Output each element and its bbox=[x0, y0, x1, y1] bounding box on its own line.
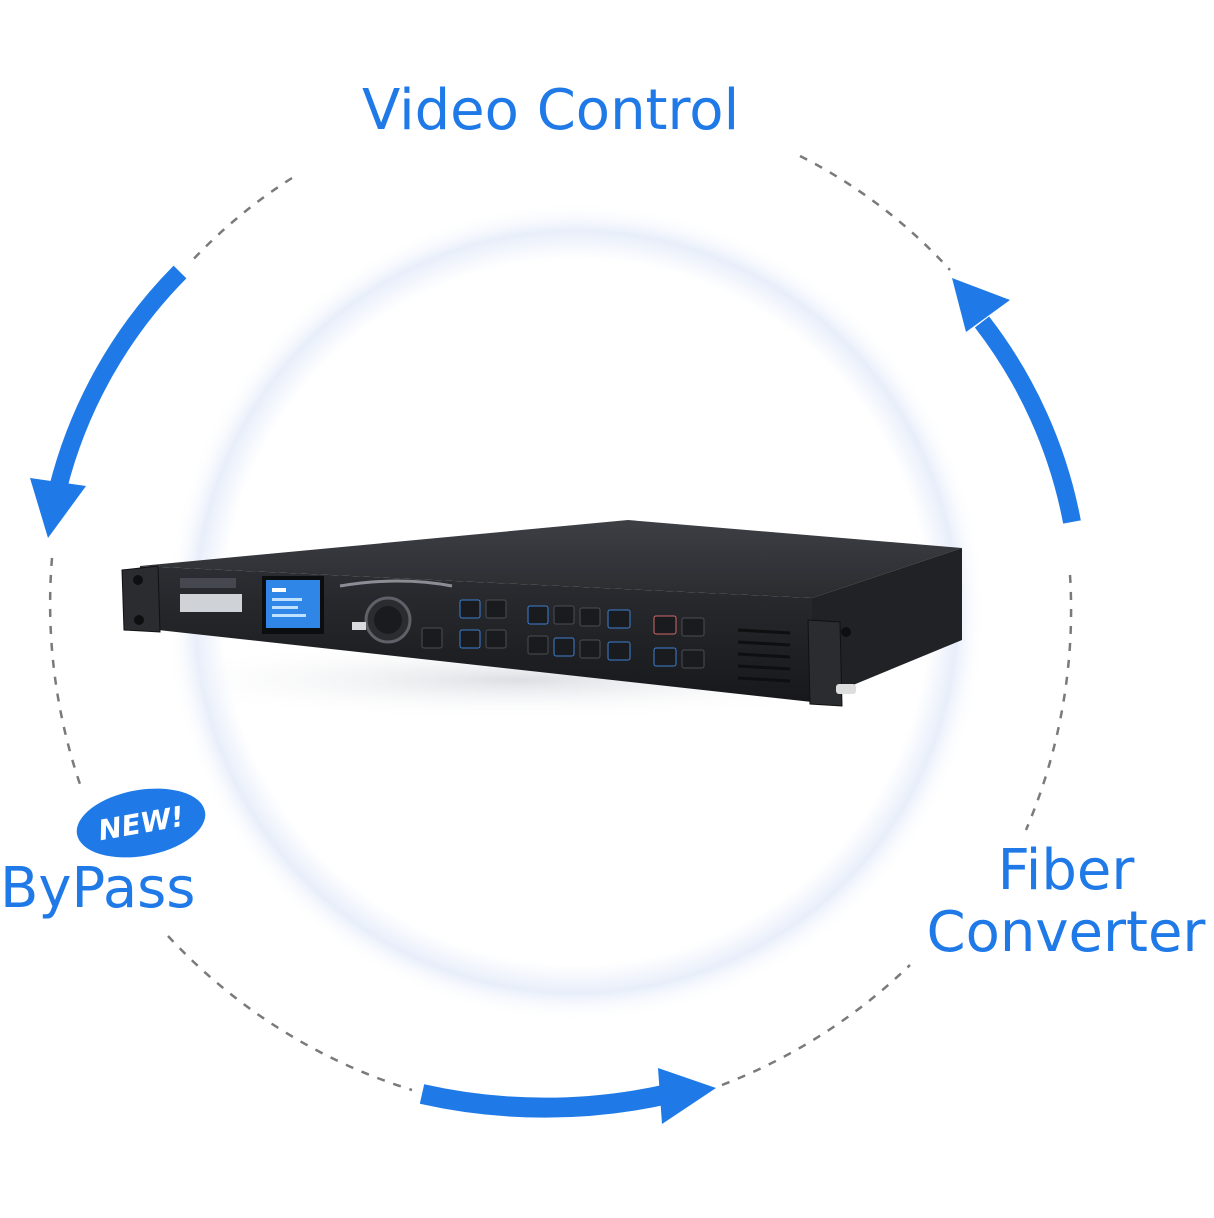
dashed-arc-top-right bbox=[799, 154, 951, 271]
label-fiber-line1: Fiber bbox=[997, 838, 1135, 903]
dashed-arc-left bbox=[48, 557, 84, 791]
arrow-up-right-icon bbox=[952, 278, 1081, 524]
arrow-right-icon bbox=[419, 1068, 716, 1124]
label-fiber-converter: Fiber Converter bbox=[918, 840, 1214, 963]
arrow-down-left-icon bbox=[30, 265, 187, 538]
dashed-arc-bottom-right bbox=[721, 964, 911, 1087]
dashed-arc-right bbox=[1024, 574, 1073, 831]
input-button-group bbox=[527, 605, 631, 661]
new-badge-label: NEW! bbox=[95, 799, 187, 847]
vent-grille bbox=[737, 628, 791, 683]
label-video-control: Video Control bbox=[362, 78, 740, 143]
function-button-group bbox=[653, 615, 705, 669]
label-fiber-line2: Converter bbox=[926, 899, 1206, 965]
video-processor-device-icon bbox=[121, 520, 962, 707]
label-bypass: ByPass bbox=[0, 856, 196, 921]
control-button-group bbox=[459, 599, 507, 649]
dashed-arc-top-left bbox=[187, 176, 293, 266]
dashed-arc-bottom-left bbox=[167, 935, 413, 1092]
